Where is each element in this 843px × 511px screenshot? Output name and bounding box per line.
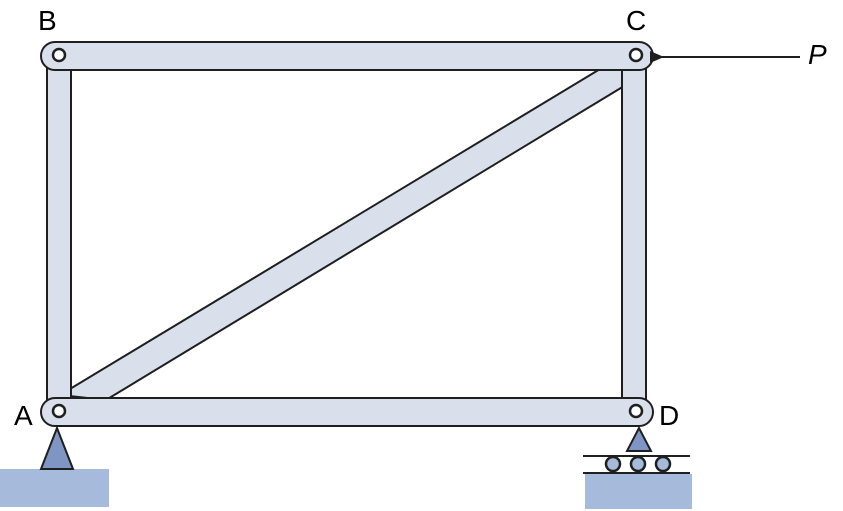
joint-d-pin [628,403,644,419]
member-cd-vertical [621,57,647,415]
joint-c-pin [628,47,644,63]
roller-wheel-1 [604,455,622,473]
joint-b-pin [51,47,67,63]
joint-a-pin [51,403,67,419]
member-ac-diagonal [56,58,636,402]
member-bc-horizontal [40,41,654,71]
joint-d-label: D [659,400,680,431]
right-ground-block [585,474,692,509]
roller-support-triangle-right [625,425,653,452]
member-ab-vertical [46,57,72,413]
pin-support-triangle-left [39,425,75,470]
roller-wheel-3 [654,455,672,473]
roller-wheel-2 [629,455,647,473]
joint-a-label: A [14,400,33,431]
joint-c-label: C [626,5,647,36]
load-p-label: P [808,39,827,70]
joint-b-label: B [38,5,57,36]
member-ad-horizontal [40,397,654,427]
left-ground-block [0,469,109,507]
